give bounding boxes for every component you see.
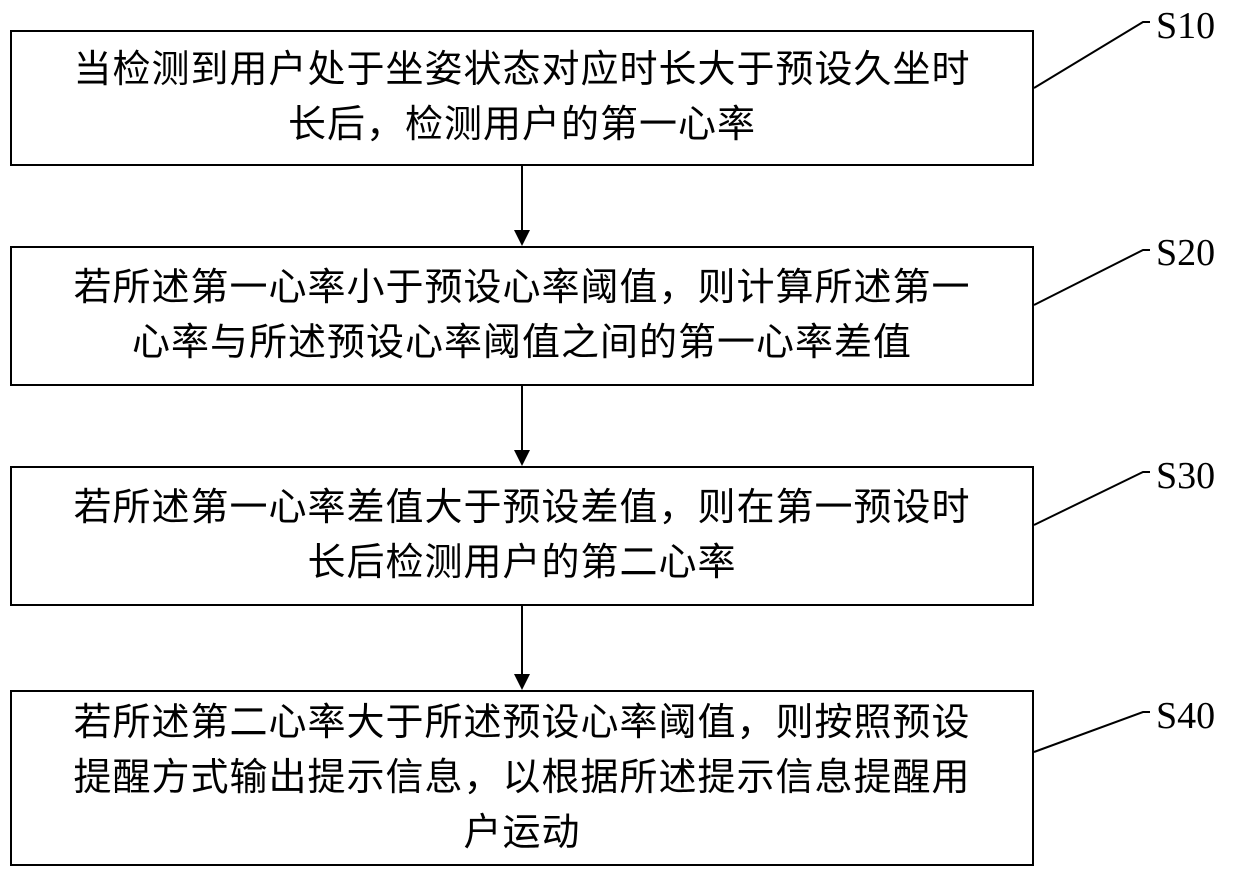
- step-label-s40: S40: [1156, 695, 1216, 737]
- flow-step-box-s30: 若所述第一心率差值大于预设差值，则在第一预设时 长后检测用户的第二心率: [10, 466, 1034, 606]
- flow-step-text: 若所述第二心率大于所述预设心率阈值，则按照预设: [73, 701, 971, 744]
- step-label-s20: S20: [1156, 232, 1216, 274]
- arrowhead-1: [514, 230, 530, 246]
- flow-step-text: 当检测到用户处于坐姿状态对应时长大于预设久坐时: [73, 49, 971, 91]
- flow-step-box-s20: 若所述第一心率小于预设心率阈值，则计算所述第一 心率与所述预设心率阈值之间的第一…: [10, 246, 1034, 386]
- flow-step-text: 提醒方式输出提示信息，以根据所述提示信息提醒用: [73, 756, 971, 799]
- leader-line-s20: [1033, 249, 1150, 306]
- flow-step-text: 心率与所述预设心率阈值之间的第一心率差值: [131, 322, 912, 364]
- flow-step-box-s40: 若所述第二心率大于所述预设心率阈值，则按照预设 提醒方式输出提示信息，以根据所述…: [10, 690, 1034, 866]
- arrowhead-3: [514, 674, 530, 690]
- leader-line-s30: [1033, 471, 1150, 526]
- leader-line-s10: [1033, 21, 1150, 89]
- flow-step-text: 若所述第一心率差值大于预设差值，则在第一预设时: [73, 487, 971, 529]
- step-label-s30: S30: [1156, 455, 1216, 497]
- step-label-s10: S10: [1156, 5, 1216, 47]
- flow-step-text: 长后，检测用户的第一心率: [287, 104, 756, 146]
- flow-step-text: 若所述第一心率小于预设心率阈值，则计算所述第一: [73, 267, 971, 309]
- leader-line-s40: [1033, 711, 1150, 753]
- flow-step-text: 长后检测用户的第二心率: [307, 542, 737, 584]
- arrowhead-2: [514, 450, 530, 466]
- flow-step-box-s10: 当检测到用户处于坐姿状态对应时长大于预设久坐时 长后，检测用户的第一心率: [10, 30, 1034, 166]
- flow-step-text: 户运动: [463, 811, 581, 854]
